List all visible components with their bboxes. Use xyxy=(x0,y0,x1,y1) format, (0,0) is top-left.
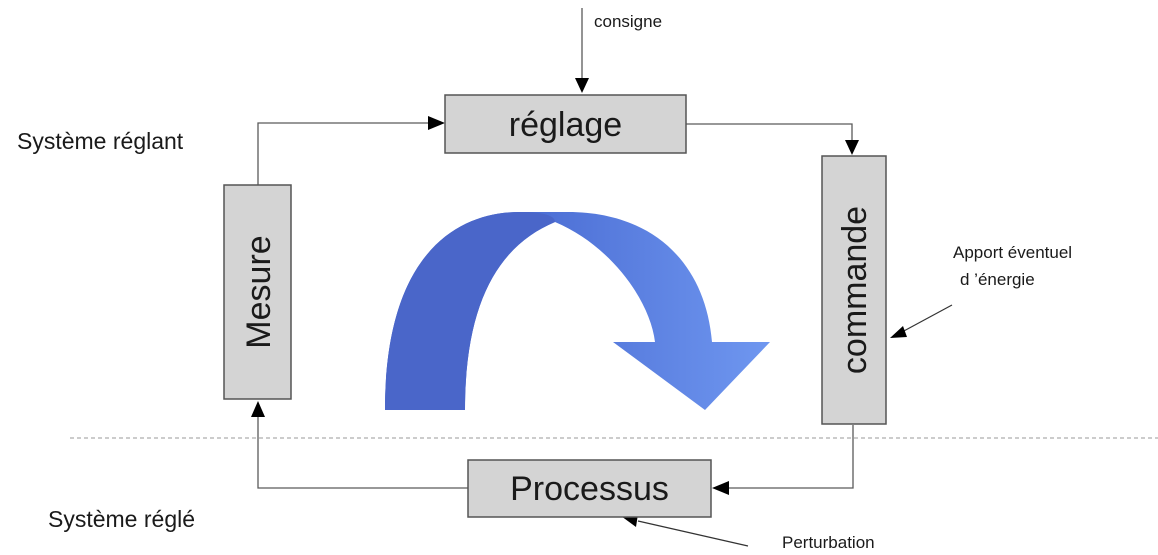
reglage-to-commande-arrowhead xyxy=(845,140,859,155)
reglage-to-commande-wire xyxy=(686,123,853,142)
consigne-label: consigne xyxy=(594,12,662,31)
reglage-label: réglage xyxy=(509,106,622,144)
commande-box xyxy=(821,155,887,425)
energy-supply-pointer-arrowhead xyxy=(890,326,907,338)
processus-label: Processus xyxy=(510,470,669,508)
processus-to-mesure-wire xyxy=(257,415,468,489)
commande-to-processus-wire xyxy=(727,425,854,489)
apport-energie-label-line2: d ’énergie xyxy=(960,270,1035,289)
processus-to-mesure-arrowhead xyxy=(251,401,265,417)
mesure-block: Mesure xyxy=(223,184,292,400)
mesure-label: Mesure xyxy=(240,235,278,348)
mesure-to-reglage-wire xyxy=(257,122,430,185)
apport-energie-label-line1: Apport éventuel xyxy=(953,243,1072,262)
commande-to-processus-arrowhead xyxy=(712,481,729,495)
reglage-box xyxy=(444,94,687,154)
curved-arrow-inner-shade xyxy=(385,212,555,410)
processus-block: Processus xyxy=(467,459,712,518)
curved-loop-arrow xyxy=(385,212,770,410)
perturbation-pointer-line xyxy=(637,520,749,547)
commande-label: commande xyxy=(836,206,874,374)
energy-supply-pointer-line xyxy=(901,304,953,333)
commande-block: commande xyxy=(821,155,887,425)
mesure-box xyxy=(223,184,292,400)
systeme-reglant-label: Système réglant xyxy=(17,128,184,154)
mesure-to-reglage-arrowhead xyxy=(428,116,445,130)
systeme-regle-label: Système réglé xyxy=(48,506,195,532)
processus-box xyxy=(467,459,712,518)
consigne-arrowhead xyxy=(575,78,589,93)
perturbation-label: Perturbation xyxy=(782,533,875,552)
reglage-block: réglage xyxy=(444,94,687,154)
